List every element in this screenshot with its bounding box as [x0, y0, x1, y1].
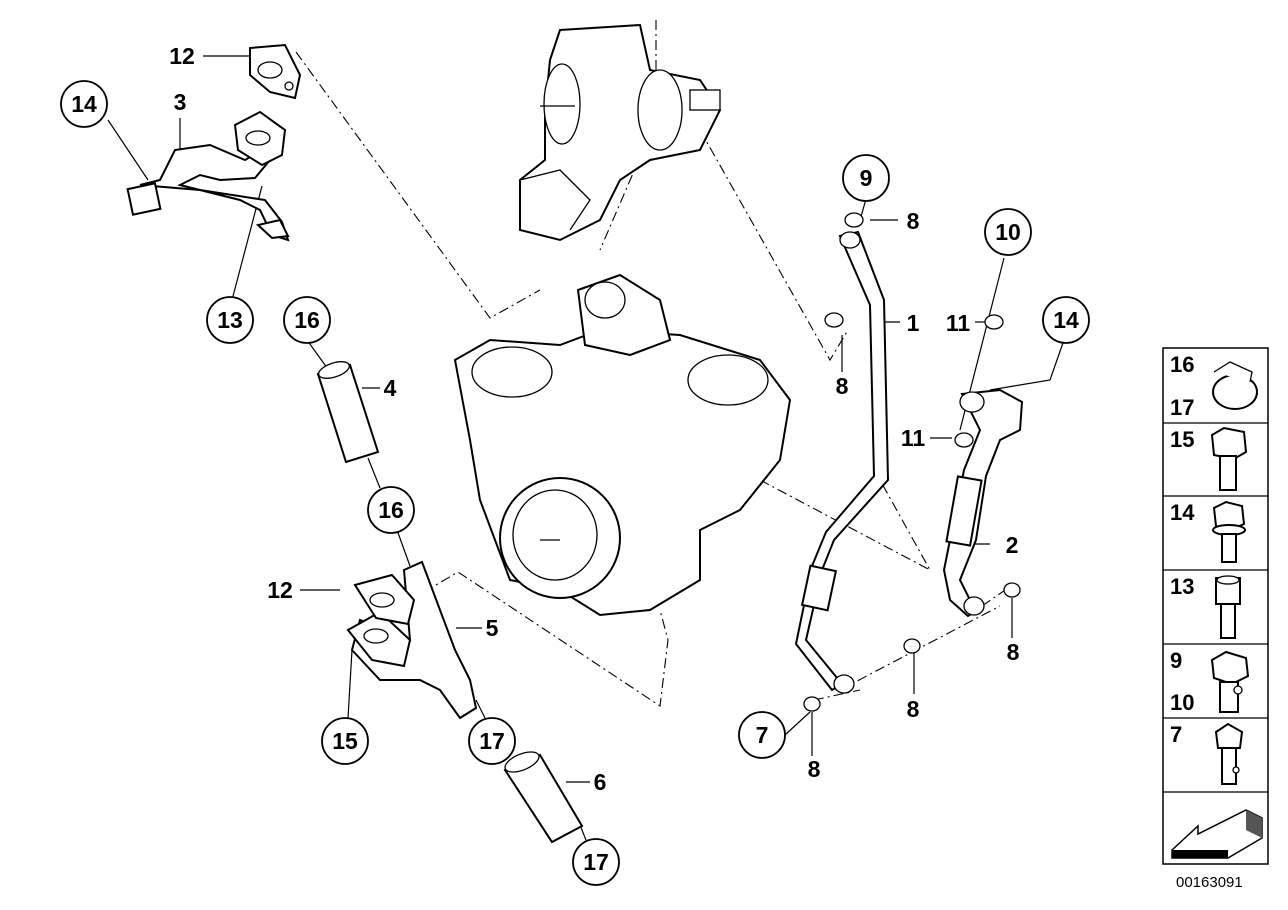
callout-15[interactable]: 15 — [321, 717, 369, 765]
label-5: 5 — [486, 615, 499, 641]
svg-text:16: 16 — [378, 497, 404, 523]
label-1: 1 — [907, 310, 920, 336]
svg-text:14: 14 — [1170, 500, 1195, 525]
turbo-main-illustration — [453, 273, 792, 617]
label-4: 4 — [384, 375, 397, 401]
svg-text:9: 9 — [1170, 648, 1182, 673]
banjo-bolt-icon — [1210, 650, 1250, 713]
socket-screw-icon — [1215, 575, 1241, 639]
callout-13[interactable]: 13 — [206, 296, 254, 344]
svg-text:9: 9 — [860, 165, 873, 191]
callouts: 14 13 16 16 15 17 17 9 10 14 7 — [60, 80, 1090, 886]
label-6: 6 — [594, 769, 607, 795]
svg-text:10: 10 — [1170, 690, 1194, 715]
label-11: 11 — [901, 425, 926, 451]
legend-item-flange-bolt-14[interactable]: 14 — [1170, 500, 1246, 563]
legend-item-socket-screw-13[interactable]: 13 — [1170, 574, 1241, 639]
label-2: 2 — [1006, 532, 1019, 558]
svg-text:14: 14 — [71, 91, 97, 117]
svg-text:16: 16 — [294, 307, 320, 333]
label-8: 8 — [1007, 639, 1020, 665]
callout-10[interactable]: 10 — [984, 208, 1032, 256]
svg-text:15: 15 — [332, 728, 358, 754]
oil-line-1-illustration — [794, 230, 890, 694]
label-11: 11 — [946, 310, 971, 336]
hex-bolt-icon — [1210, 426, 1248, 491]
svg-text:14: 14 — [1053, 307, 1079, 333]
svg-text:7: 7 — [1170, 722, 1182, 747]
callout-9[interactable]: 9 — [842, 154, 890, 202]
svg-text:17: 17 — [583, 849, 609, 875]
part-labels: 12 3 4 12 5 6 8 1 11 8 11 2 8 8 8 — [169, 43, 1019, 795]
label-12: 12 — [267, 577, 293, 603]
svg-text:16: 16 — [1170, 352, 1194, 377]
document-number: 00163091 — [1176, 874, 1243, 891]
turbo-upper-illustration — [519, 23, 722, 242]
svg-text:15: 15 — [1170, 427, 1194, 452]
callout-14[interactable]: 14 — [1042, 296, 1090, 344]
svg-text:17: 17 — [1170, 395, 1194, 420]
callout-16[interactable]: 16 — [367, 486, 415, 534]
pipe-3-illustration — [126, 110, 290, 242]
callout-17[interactable]: 17 — [572, 838, 620, 886]
legend-item-banjo-bolt-7[interactable]: 7 — [1170, 722, 1244, 785]
legend-panel: 16 17 15 14 13 — [1162, 347, 1269, 865]
banjo-bolt-small-icon — [1214, 722, 1244, 785]
legend-item-hose-clamp[interactable]: 16 17 — [1170, 352, 1258, 420]
label-3: 3 — [174, 89, 187, 115]
legend-item-hex-bolt-15[interactable]: 15 — [1170, 426, 1248, 491]
label-12: 12 — [169, 43, 195, 69]
callout-17[interactable]: 17 — [468, 717, 516, 765]
svg-text:10: 10 — [995, 219, 1021, 245]
label-8: 8 — [907, 696, 920, 722]
washers-illustration — [803, 212, 1021, 712]
callout-7[interactable]: 7 — [738, 711, 786, 759]
callout-16[interactable]: 16 — [283, 296, 331, 344]
label-8: 8 — [836, 373, 849, 399]
svg-text:17: 17 — [479, 728, 505, 754]
direction-arrow-icon — [1171, 809, 1263, 859]
gasket-12-top-illustration — [249, 43, 302, 100]
oil-line-2-illustration — [942, 388, 1024, 618]
svg-text:7: 7 — [756, 722, 769, 748]
svg-text:13: 13 — [217, 307, 243, 333]
pipe-5-illustration — [346, 560, 478, 720]
callout-14[interactable]: 14 — [60, 80, 108, 128]
label-8: 8 — [907, 208, 920, 234]
flange-bolt-icon — [1212, 500, 1246, 563]
svg-text:13: 13 — [1170, 574, 1194, 599]
legend-item-banjo-bolt[interactable]: 9 10 — [1170, 648, 1250, 715]
label-8: 8 — [808, 756, 821, 782]
hose-4-illustration — [316, 361, 380, 464]
hose-6-illustration — [503, 751, 584, 844]
